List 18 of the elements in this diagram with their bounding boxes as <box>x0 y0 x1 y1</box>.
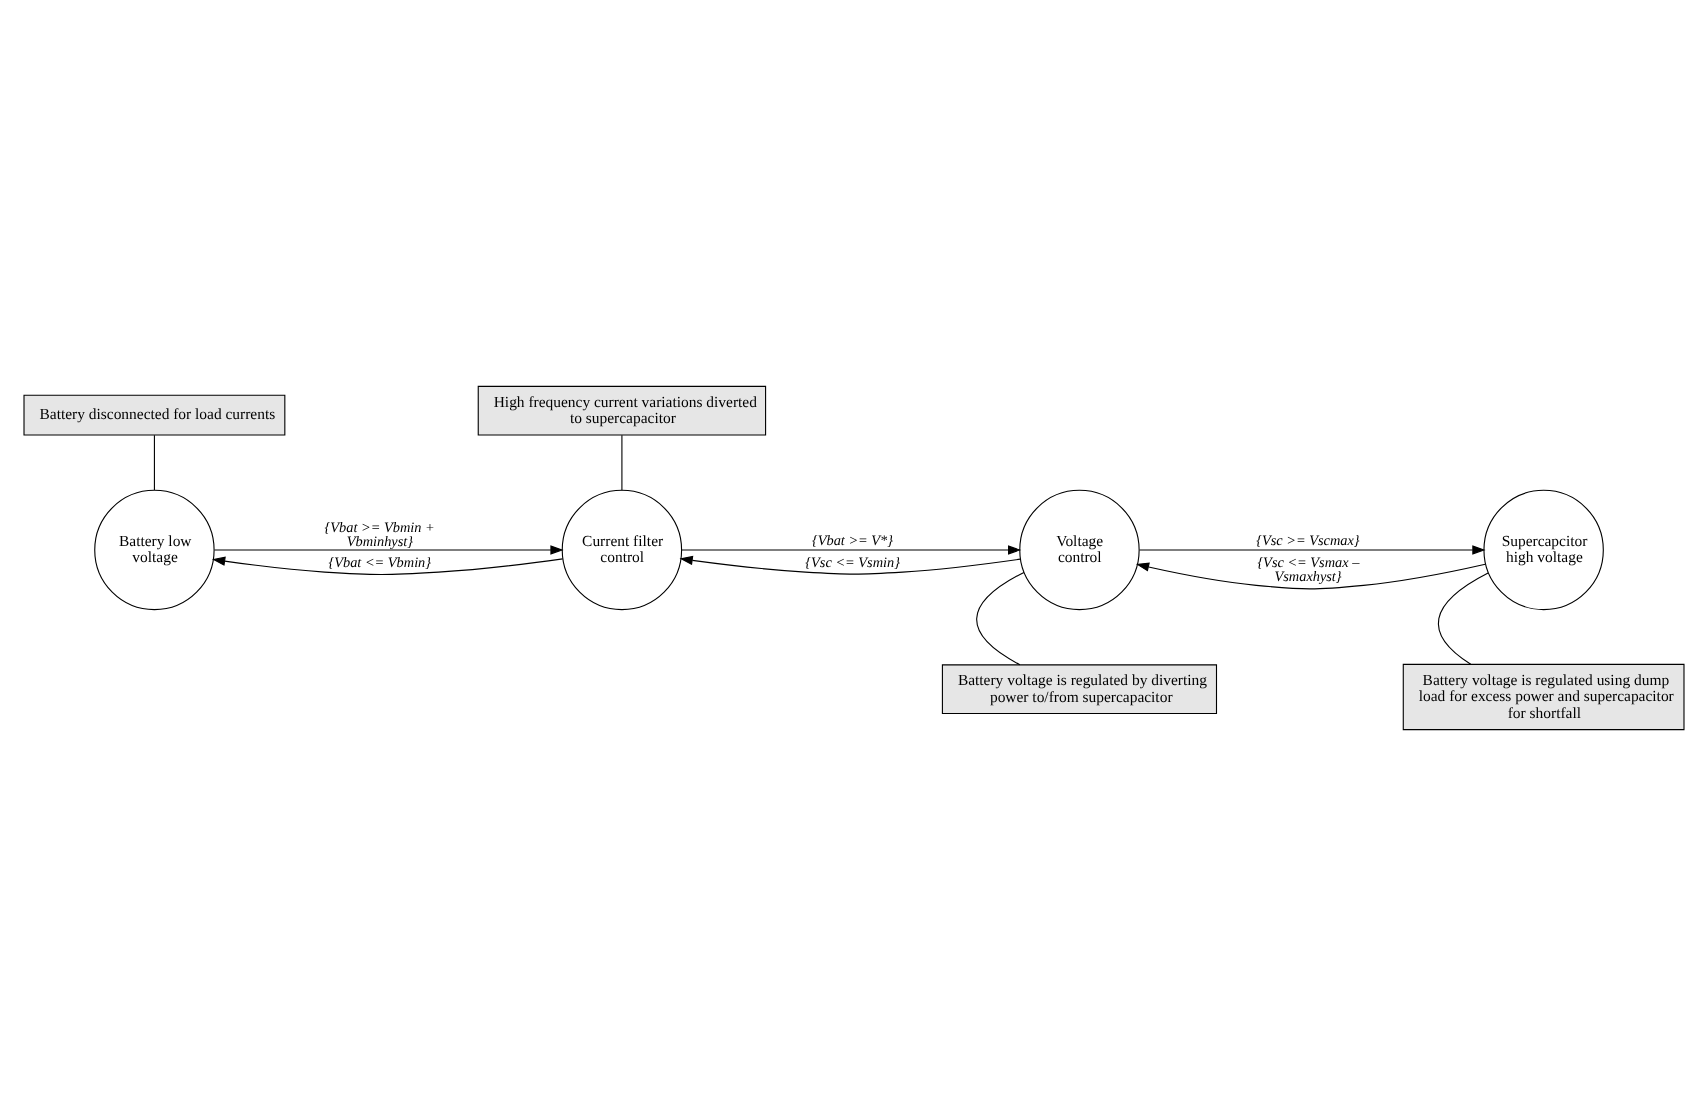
arrow <box>1138 544 1486 554</box>
node-circle: Battery low voltage <box>94 488 215 610</box>
node-box: Battery disconnected for load currents <box>23 393 286 435</box>
node-circle: Voltage control <box>1019 488 1140 610</box>
connector <box>153 433 155 490</box>
connector <box>621 433 623 490</box>
node-box: Battery voltage is regulated by diverting power to/from supercapacitor <box>941 663 1218 714</box>
arrow <box>1135 561 1486 589</box>
node-box: High frequency current variations diverted to supercapacitor <box>477 384 767 435</box>
arrow <box>213 544 564 554</box>
arrow <box>679 554 1021 574</box>
node-box: Battery voltage is regulated using dump load for excess power and supercapacitor for shortfall <box>1402 662 1685 730</box>
arrow <box>681 544 1022 554</box>
node-circle: Supercapcitor high voltage <box>1483 488 1604 610</box>
arrow <box>212 555 564 575</box>
node-circle: Current filter control <box>561 488 683 610</box>
connector <box>976 570 1025 665</box>
connector <box>1437 571 1489 664</box>
